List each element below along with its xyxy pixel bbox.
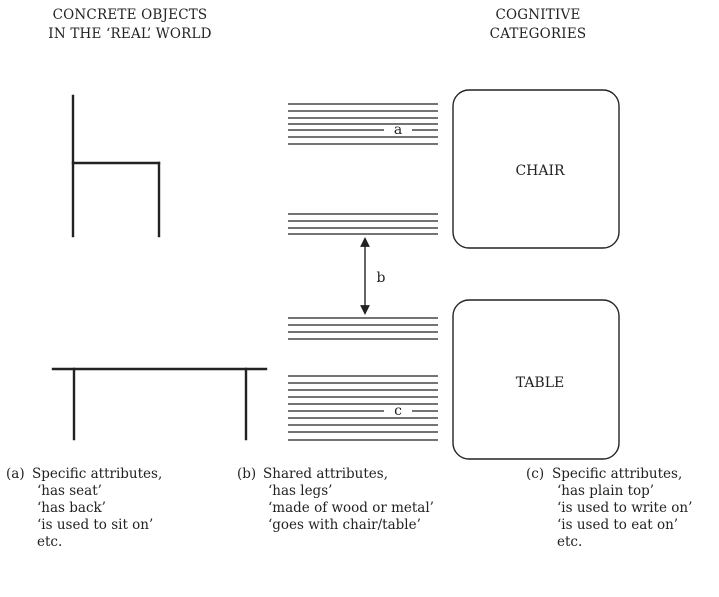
table-drawing <box>51 367 268 441</box>
category-label-table: TABLE <box>516 375 565 391</box>
diagram-canvas: a c b CHAIR TABLE <box>51 89 620 460</box>
caption-a-line: Specific attributes, <box>32 466 163 482</box>
caption-b-line: ‘has legs’ <box>268 483 333 499</box>
header-left-line-1: CONCRETE OBJECTS <box>52 7 208 23</box>
caption-b-tag: (b) <box>237 466 257 482</box>
caption-c-line: etc. <box>557 534 583 550</box>
category-label-chair: CHAIR <box>515 163 565 179</box>
attribute-lines-b-bottom <box>288 317 438 340</box>
category-box-table: TABLE <box>452 299 620 460</box>
marker-c: c <box>394 403 402 419</box>
header-right-line-1: COGNITIVE <box>495 7 581 23</box>
attribute-lines-b-top <box>288 213 438 235</box>
caption-b-line: Shared attributes, <box>263 466 389 482</box>
header-right-line-2: CATEGORIES <box>489 26 587 42</box>
caption-a-line: etc. <box>37 534 63 550</box>
caption-a-line: ‘is used to sit on’ <box>37 517 154 533</box>
caption-c-line: Specific attributes, <box>552 466 683 482</box>
header-left-line-2: IN THE ‘REAL’ WORLD <box>48 26 212 42</box>
header-concrete-objects: CONCRETE OBJECTS IN THE ‘REAL’ WORLD <box>0 6 260 44</box>
caption-c-line: ‘has plain top’ <box>557 483 655 499</box>
marker-b: b <box>377 270 386 286</box>
caption-c-tag: (c) <box>526 466 545 482</box>
marker-a: a <box>394 122 402 138</box>
category-box-chair: CHAIR <box>452 89 620 249</box>
caption-a-line: ‘has back’ <box>37 500 106 516</box>
attribute-lines-a <box>288 103 438 145</box>
header-cognitive-categories: COGNITIVE CATEGORIES <box>448 6 628 44</box>
caption-a-line: ‘has seat’ <box>37 483 102 499</box>
caption-a-tag: (a) <box>6 466 25 482</box>
chair-drawing <box>71 94 161 238</box>
caption-b-line: ‘made of wood or metal’ <box>268 500 434 516</box>
caption-c-line: ‘is used to write on’ <box>557 500 693 516</box>
caption-b-line: ‘goes with chair/table’ <box>268 517 421 533</box>
attribute-lines-c <box>288 375 438 441</box>
caption-c-line: ‘is used to eat on’ <box>557 517 679 533</box>
